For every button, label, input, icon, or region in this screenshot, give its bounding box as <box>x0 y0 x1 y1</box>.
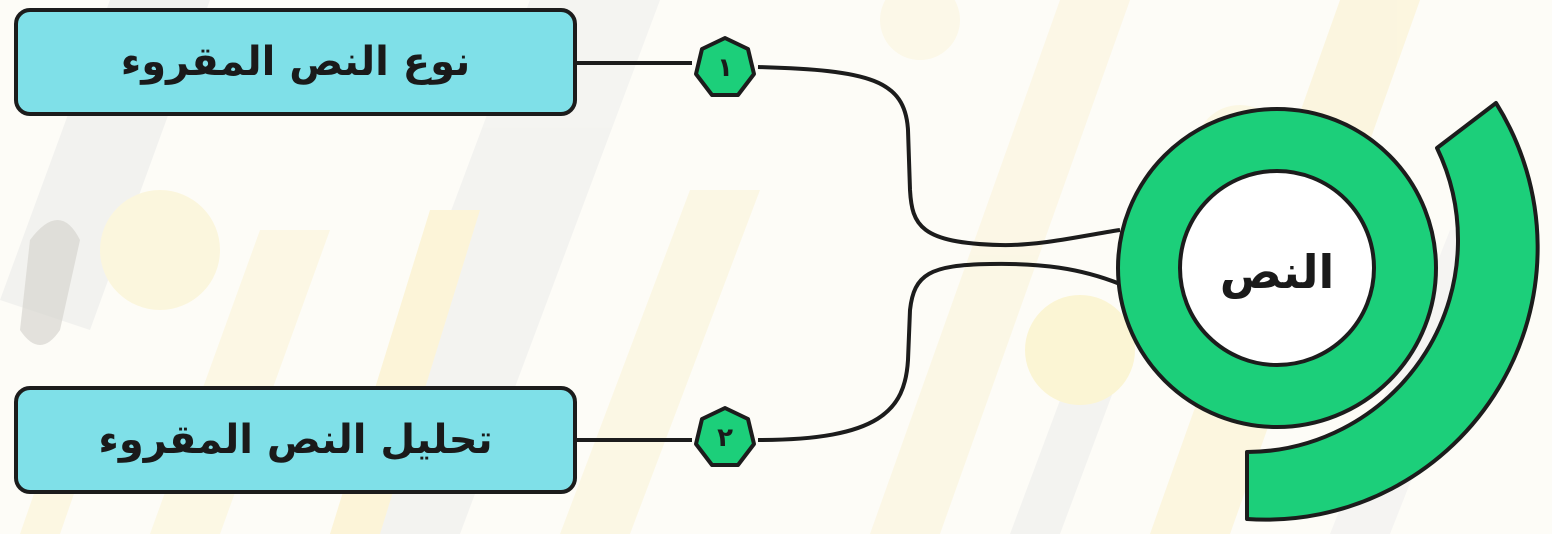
branch-label-1: نوع النص المقروء <box>120 39 471 85</box>
connector-1 <box>577 61 1121 248</box>
heptagon-icon <box>694 36 756 97</box>
connector-2 <box>577 261 1121 442</box>
number-badge-1: ١ <box>692 35 758 101</box>
center-label: النص <box>1219 245 1335 299</box>
badge-number-1: ١ <box>717 53 733 83</box>
badge-number-2: ٢ <box>717 423 733 453</box>
heptagon-icon <box>694 406 756 467</box>
number-badge-2: ٢ <box>692 405 758 471</box>
center-ring <box>1116 107 1438 429</box>
branch-box-2: تحليل النص المقروء <box>14 386 577 494</box>
branch-label-2: تحليل النص المقروء <box>98 417 493 463</box>
outer-arc <box>1245 101 1540 522</box>
branch-box-1: نوع النص المقروء <box>14 8 577 116</box>
